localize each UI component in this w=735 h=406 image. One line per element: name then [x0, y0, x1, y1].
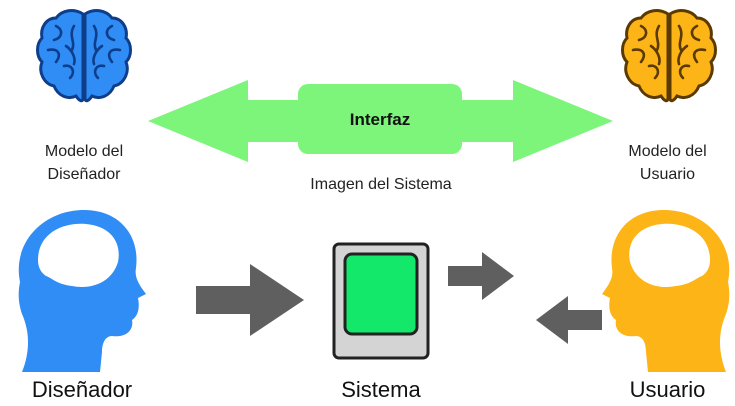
interface-label: Interfaz [349, 110, 411, 129]
interface-double-arrow [148, 80, 613, 162]
designer-brain-icon [36, 9, 132, 103]
designer-label: Diseñador [31, 377, 133, 402]
system-to-user-arrow [448, 252, 514, 300]
system-image-label: Imagen del Sistema [310, 176, 452, 193]
designer-model-label-line2: Diseñador [47, 166, 121, 184]
user-model-label: Modelo del Usuario [600, 140, 735, 186]
designer-to-system-arrow [196, 264, 304, 336]
designer-model-label-line1: Modelo del [44, 143, 124, 160]
designer-head-silhouette-icon [18, 210, 146, 372]
user-to-system-arrow [536, 296, 602, 344]
user-model-label-line2: Usuario [639, 166, 696, 184]
system-tablet-icon [332, 242, 430, 360]
user-model-label-line1: Modelo del [628, 143, 707, 160]
system-screen [343, 252, 419, 336]
user-label: Usuario [629, 377, 706, 402]
designer-model-label: Modelo del Diseñador [14, 140, 154, 186]
user-head-silhouette-icon [602, 210, 730, 372]
interface-box [298, 84, 462, 154]
user-brain-icon [621, 9, 717, 103]
system-label: Sistema [341, 377, 421, 402]
